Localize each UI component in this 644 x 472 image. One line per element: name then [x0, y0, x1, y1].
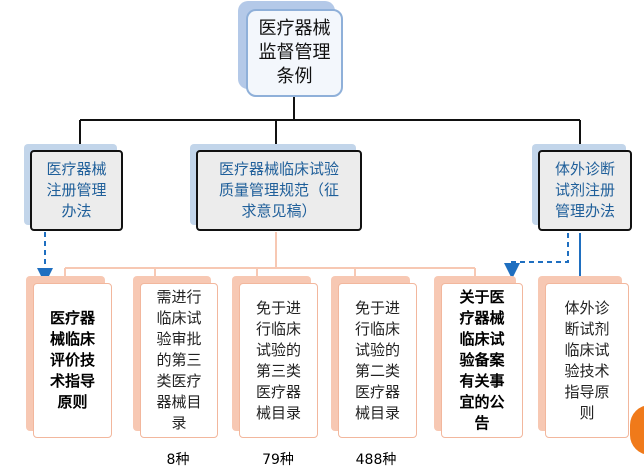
- exempt2-line-6: 械目录: [354, 403, 400, 422]
- exempt2-line-5: 医疗器: [354, 382, 400, 401]
- ivd-guide-line-3: 临床试: [564, 340, 610, 359]
- gcp-line-1: 医疗器械临床试验: [218, 160, 339, 178]
- approval-line-7: 录: [171, 414, 187, 432]
- gcp-line-3: 求意见稿）: [241, 202, 317, 220]
- filing-line-3: 临床试: [459, 330, 505, 348]
- filing-line-1: 关于医: [459, 288, 505, 306]
- count-class3-exempt: 79种: [262, 452, 294, 468]
- filing-line-6: 宜的公: [459, 393, 505, 411]
- node-trial-filing-announcement: 关于医 疗器械 临床试 验备案 有关事 宜的公 告: [441, 283, 523, 438]
- approval-line-3: 验审批: [156, 330, 202, 348]
- root-line-1: 医疗器械: [258, 18, 331, 39]
- node-class2-exempt-catalog: 免于进 行临床 试验的 第二类 医疗器 械目录: [338, 283, 417, 438]
- approval-line-1: 需进行: [156, 288, 202, 306]
- approval-line-6: 器械目: [156, 393, 202, 411]
- exempt3-line-5: 医疗器: [255, 382, 301, 401]
- root-line-2: 监督管理: [258, 42, 331, 63]
- filing-line-4: 验备案: [459, 351, 505, 369]
- ivd-line-3: 管理办法: [554, 202, 615, 220]
- exempt3-line-3: 试验的: [255, 340, 301, 359]
- approval-line-4: 的第三: [156, 351, 202, 369]
- node-trial-approval-catalog: 需进行 临床试 验审批 的第三 类医疗 器械目 录: [140, 283, 218, 438]
- exempt3-line-6: 械目录: [255, 403, 301, 422]
- root-node-medical-device-regulation: 医疗器械 监督管理 条例: [246, 9, 343, 97]
- node-registration-measures: 医疗器械 注册管理 办法: [30, 150, 123, 231]
- ivd-guide-line-5: 指导原: [564, 382, 610, 401]
- exempt3-line-4: 第三类: [255, 361, 301, 380]
- reg-line-3: 办法: [61, 202, 92, 220]
- root-line-3: 条例: [276, 66, 313, 87]
- ivd-guide-line-6: 则: [579, 403, 595, 422]
- ivd-to-filing-arrow: [504, 233, 569, 279]
- eval-line-2: 械临床: [49, 330, 95, 348]
- exempt2-line-1: 免于进: [354, 298, 400, 317]
- ivd-guide-line-4: 验技术: [564, 361, 610, 380]
- count-approval: 8种: [166, 452, 190, 468]
- eval-line-1: 医疗器: [49, 309, 95, 327]
- exempt3-line-1: 免于进: [255, 298, 301, 317]
- ivd-line-2: 试剂注册: [554, 181, 615, 199]
- reg-line-1: 医疗器械: [46, 160, 107, 178]
- count-class2-exempt: 488种: [355, 452, 397, 468]
- node-class3-exempt-catalog: 免于进 行临床 试验的 第三类 医疗器 械目录: [239, 283, 318, 438]
- approval-line-5: 类医疗: [156, 372, 202, 390]
- ivd-guide-line-1: 体外诊: [564, 298, 610, 317]
- node-ivd-trial-guideline: 体外诊 断试剂 临床试 验技术 指导原 则: [545, 283, 629, 438]
- ivd-line-1: 体外诊断: [554, 160, 615, 178]
- exempt2-line-4: 第二类: [354, 361, 400, 380]
- filing-line-5: 有关事: [459, 372, 505, 390]
- eval-line-3: 评价技: [49, 351, 95, 369]
- reg-line-2: 注册管理: [46, 181, 107, 199]
- approval-line-2: 临床试: [156, 309, 202, 327]
- ivd-guide-line-2: 断试剂: [564, 319, 610, 338]
- exempt2-line-2: 行临床: [354, 319, 400, 338]
- eval-line-5: 原则: [57, 393, 88, 411]
- orange-decoration-shape: [630, 405, 644, 455]
- exempt2-line-3: 试验的: [354, 340, 400, 359]
- node-gcp-draft: 医疗器械临床试验 质量管理规范（征 求意见稿）: [196, 150, 362, 231]
- node-clinical-evaluation-principle: 医疗器 械临床 评价技 术指导 原则: [33, 283, 112, 438]
- gcp-line-2: 质量管理规范（征: [218, 181, 339, 199]
- filing-line-7: 告: [474, 414, 490, 432]
- filing-line-2: 疗器械: [459, 309, 505, 327]
- exempt3-line-2: 行临床: [255, 319, 301, 338]
- eval-line-4: 术指导: [49, 372, 95, 390]
- node-ivd-registration-measures: 体外诊断 试剂注册 管理办法: [538, 150, 632, 231]
